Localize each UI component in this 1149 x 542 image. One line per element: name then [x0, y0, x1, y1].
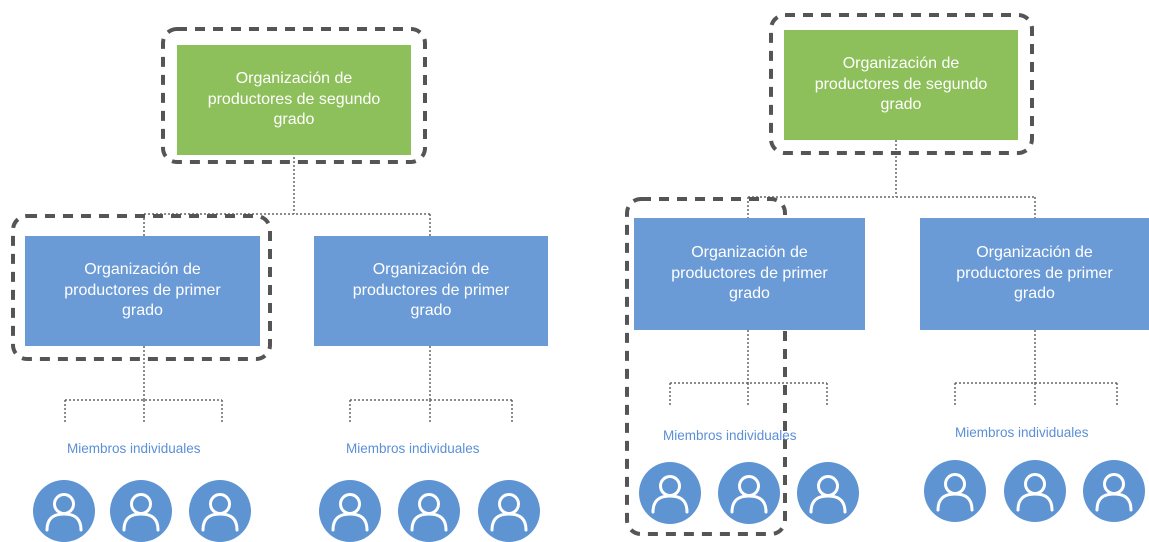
connector-left-members-a — [64, 346, 223, 422]
connector-right-top — [747, 140, 1036, 218]
person-avatar-icon — [1083, 460, 1145, 522]
person-avatar-icon — [1004, 460, 1066, 522]
highlight-left-first-grade — [11, 214, 272, 361]
highlight-left-second-grade — [161, 27, 427, 164]
left-members-label-1: Miembros individuales — [67, 441, 201, 456]
left-first-grade-box-1: Organización de productores de primer gr… — [25, 236, 260, 346]
person-avatar-icon — [33, 480, 95, 542]
highlight-right-first-grade — [625, 197, 787, 536]
right-second-grade-box: Organización de productores de segundo g… — [784, 30, 1018, 140]
person-avatar-icon — [797, 462, 859, 524]
right-members-label-2: Miembros individuales — [955, 425, 1089, 440]
right-first-grade-label-2: Organización de productores de primer gr… — [956, 243, 1113, 303]
connector-right-members-a — [669, 330, 828, 405]
person-avatar-icon — [189, 480, 251, 542]
person-avatar-icon — [478, 480, 540, 542]
highlight-right-second-grade — [769, 13, 1034, 155]
person-avatar-icon — [319, 480, 381, 542]
left-members-label-2: Miembros individuales — [346, 441, 480, 456]
person-avatar-icon — [924, 460, 986, 522]
connector-left-top — [143, 157, 431, 236]
left-second-grade-box: Organización de productores de segundo g… — [177, 45, 411, 155]
right-first-grade-box-1: Organización de productores de primer gr… — [634, 218, 865, 330]
right-first-grade-label-1: Organización de productores de primer gr… — [671, 243, 828, 303]
connector-right-members-b — [954, 330, 1118, 405]
left-first-grade-label-2: Organización de productores de primer gr… — [352, 260, 510, 320]
right-second-grade-label: Organización de productores de segundo g… — [814, 54, 988, 114]
left-first-grade-label-1: Organización de productores de primer gr… — [64, 260, 221, 320]
left-second-grade-label: Organización de productores de segundo g… — [207, 69, 381, 129]
person-avatar-icon — [639, 462, 701, 524]
right-members-label-1: Miembros individuales — [663, 428, 797, 443]
connector-left-members-b — [349, 346, 513, 422]
right-first-grade-box-2: Organización de productores de primer gr… — [920, 218, 1149, 330]
left-first-grade-box-2: Organización de productores de primer gr… — [314, 236, 548, 346]
person-avatar-icon — [398, 480, 460, 542]
person-avatar-icon — [718, 462, 780, 524]
person-avatar-icon — [110, 480, 172, 542]
